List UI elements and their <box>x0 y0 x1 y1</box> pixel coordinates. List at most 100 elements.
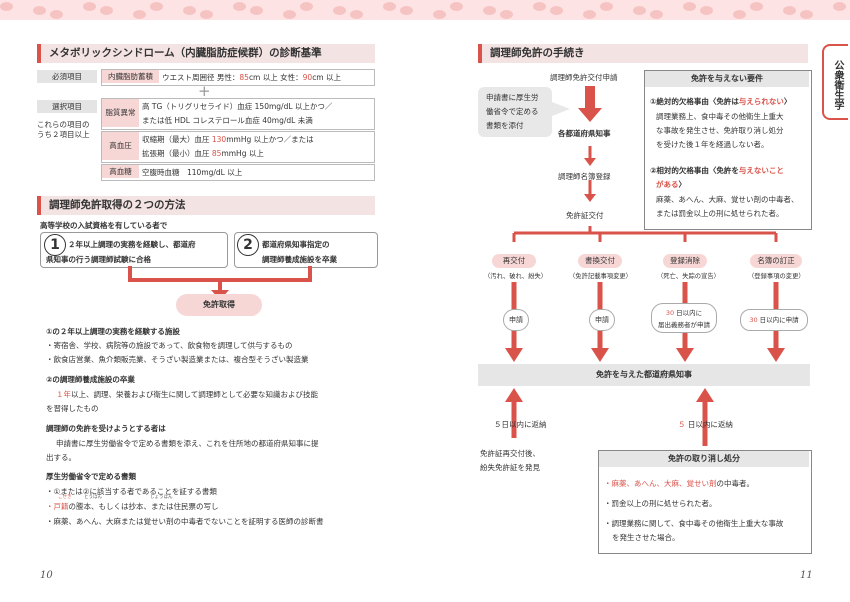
method-2-box <box>234 232 378 268</box>
band-dot <box>633 6 646 15</box>
chapter-tab-public-health: 公衆衛生学 <box>822 44 848 120</box>
band-dot <box>383 2 396 11</box>
return-5-days-left: ５日以内に返納 <box>494 420 547 429</box>
method-1-number: 1 <box>44 234 66 256</box>
applicant-line-2: 出する。 <box>46 453 76 462</box>
lipid-box <box>101 98 375 130</box>
cancel-item-3-line-1: ・調理業務に関して、食中毒その他衛生上重大な事故 <box>604 519 784 528</box>
return-arrows <box>505 388 714 446</box>
lipid-label: 脂質異常 <box>102 99 139 127</box>
band-dot <box>550 6 563 15</box>
step-register: 調理師名簿登録 <box>558 172 611 181</box>
not-granted-box <box>644 70 812 230</box>
governor-granted-bar: 免許を与えた都道府県知事 <box>478 364 810 386</box>
school-line-1: １年以上、調理、栄養および衛生に関して調理師として必要な知識および技能 <box>56 390 319 399</box>
absolute-line-3: を受けた後１年を経過しない者。 <box>656 140 769 149</box>
heading-school: ②の調理師養成施設の卒業 <box>46 375 135 384</box>
required-criteria: ウエスト周囲径 男性：85cm 以上 女性：90cm 以上 <box>162 73 342 82</box>
documents-bullet-1: ・①または②に該当する者であることを証する書類 <box>46 487 217 496</box>
required-box <box>101 69 375 86</box>
lipid-line-1: 高 TG（トリグリセライド）血症 150mg/dL 以上かつ／ <box>142 102 333 111</box>
band-dot <box>733 10 746 19</box>
school-line-2: を習得したもの <box>46 404 99 413</box>
after-reissue-line-2: 紛失免許証を発見 <box>480 463 540 472</box>
return-5-days-right: ５ 日以内に返納 <box>678 420 733 429</box>
band-dot <box>583 10 596 19</box>
heading-applicant: 調理師の免許を受けようとする者は <box>46 424 166 433</box>
band-dot <box>450 2 463 11</box>
required-item-label: 内臓脂肪蓄積 <box>102 70 159 83</box>
cancel-box <box>598 450 812 554</box>
band-dot <box>100 6 113 15</box>
facility-bullet-2: ・飲食店営業、魚介類販売業、そうざい製造業または、複合型そうざい製造業 <box>46 355 309 364</box>
relative-disqualify-head: ②相対的欠格事由〈免許を与えないこと <box>650 166 784 175</box>
select-note-2: うち２項目以上 <box>37 130 90 139</box>
band-dot <box>283 10 296 19</box>
relative-disqualify-head-2: がある〉 <box>656 180 686 189</box>
absolute-line-2: な事故を発生させ、免許取り消し処分 <box>656 126 784 135</box>
band-dot <box>183 6 196 15</box>
step-governor: 各都道府県知事 <box>558 129 611 138</box>
section-title-procedure: 調理師免許の手続き <box>478 44 808 63</box>
step-issue: 免許証交付 <box>566 211 604 220</box>
branch-reissue: 再交付 <box>492 254 536 268</box>
top-pattern-band <box>0 0 850 20</box>
method-1-line-2: 県知事の行う調理師試験に合格 <box>46 255 151 264</box>
method-2-line-1: 都道府県知事指定の <box>262 240 330 249</box>
method-2-number: 2 <box>237 234 259 256</box>
sugar-text: 空腹時血糖 110mg/dL 以上 <box>142 168 243 177</box>
branch-reissue-note: （汚れ、破れ、紛失） <box>484 273 548 280</box>
method-1-box <box>40 232 228 268</box>
band-dot <box>333 6 346 15</box>
band-dot <box>683 2 696 11</box>
sugar-label: 高血糖 <box>102 165 139 178</box>
bp-label: 高血圧 <box>102 132 139 160</box>
band-dot <box>783 6 796 15</box>
apply-oval-1: 申請 <box>503 309 529 331</box>
band-dot <box>833 2 846 11</box>
license-get-badge: 免許取得 <box>176 294 262 316</box>
page-number-left: 10 <box>40 570 53 581</box>
heading-documents: 厚生労働省令で定める書類 <box>46 472 136 481</box>
band-dot <box>700 6 713 15</box>
bp-box <box>101 131 375 163</box>
band-dot <box>350 10 363 19</box>
select-label: 選択項目 <box>37 100 97 113</box>
branch-delete: 登録消除 <box>663 254 707 268</box>
intro-text: 高等学校の入試資格を有している者で <box>40 221 168 230</box>
cancel-item-1: ・麻薬、あへん、大麻、覚せい剤の中毒者。 <box>604 479 754 488</box>
band-dot <box>200 10 213 19</box>
not-granted-title: 免許を与えない要件 <box>645 71 809 87</box>
applicant-line-1: 申請書に厚生労働省令で定める書類を添え、これを住所地の都道府県知事に提 <box>56 439 319 448</box>
band-dot <box>650 10 663 19</box>
branch-delete-note: （死亡、失踪の宣告） <box>657 273 720 280</box>
facility-bullet-1: ・寄宿舎、学校、病院等の施設であって、飲食物を調理して供与するもの <box>46 341 293 350</box>
band-dot <box>483 6 496 15</box>
select-note-1: これらの項目の <box>37 120 90 129</box>
cancel-item-2: ・罰金以上の刑に処せられた者。 <box>604 499 717 508</box>
cancel-item-3-line-2: を発生させた場合。 <box>612 533 680 542</box>
relative-line-2: または罰金以上の刑に処せられた者。 <box>656 209 784 218</box>
sugar-box <box>101 164 375 181</box>
apply-oval-2: 申請 <box>589 309 615 331</box>
band-dot <box>233 2 246 11</box>
section-title-metabolic: メタボリックシンドローム（内臓脂肪症候群）の診断基準 <box>37 44 375 63</box>
band-dot <box>50 10 63 19</box>
band-dot <box>33 6 46 15</box>
page-number-right: 11 <box>800 570 813 581</box>
step-apply: 調理師免許交付申請 <box>550 73 618 82</box>
branch-correct: 名簿の訂正 <box>750 254 802 268</box>
after-reissue-line-1: 免許証再交付後、 <box>480 449 540 458</box>
attach-note-box <box>478 87 552 137</box>
delete-deadline-oval: 30 日以内に届出義務者が申請 <box>651 303 717 333</box>
plus-sign: + <box>198 82 211 100</box>
section-title-license-methods: 調理師免許取得の２つの方法 <box>37 196 375 215</box>
band-dot <box>133 10 146 19</box>
ruby-koseki: こせき <box>58 495 72 500</box>
attach-line-2: 働省令で定める <box>486 107 539 116</box>
band-dot <box>0 2 13 11</box>
branch-rewrite: 書換交付 <box>578 254 622 268</box>
ruby-touhon: とうほん <box>84 495 102 500</box>
band-dot <box>150 2 163 11</box>
bp-line-2: 拡張期（最小）血圧 85mmHg 以上 <box>142 149 264 158</box>
